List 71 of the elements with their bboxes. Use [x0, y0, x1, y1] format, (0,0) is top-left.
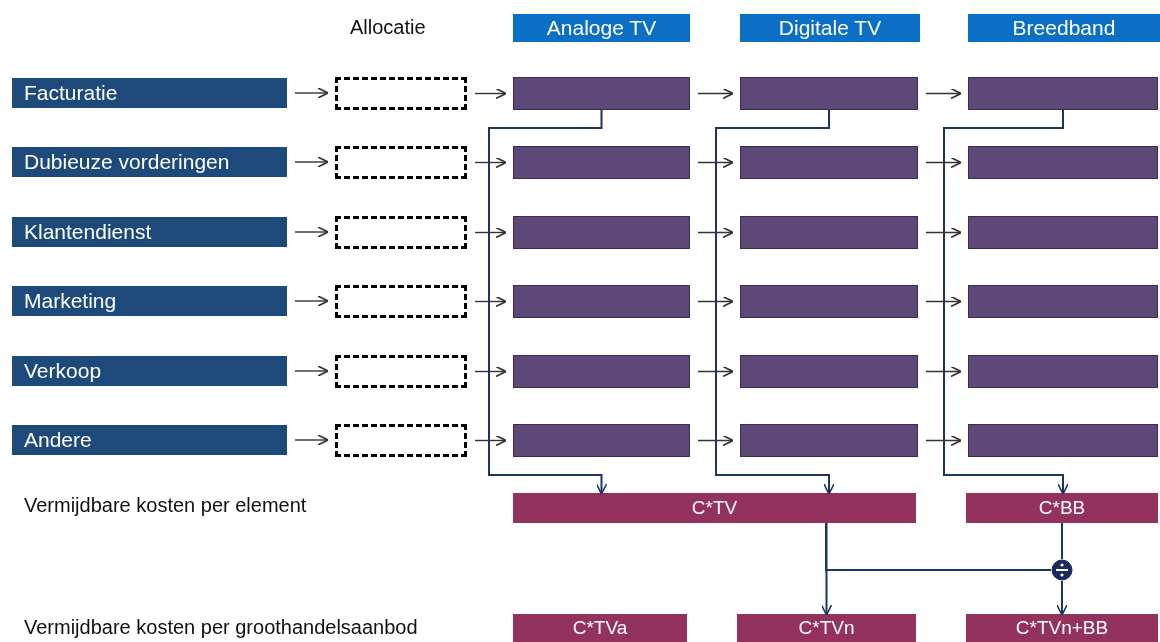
allocation-box [335, 216, 467, 249]
cost-box [740, 424, 918, 457]
row-label: Vermijdbare kosten per element [24, 494, 307, 517]
cost-box [740, 216, 918, 249]
arrow [488, 109, 608, 495]
category-box: Klantendienst [12, 217, 287, 247]
category-box: Andere [12, 425, 287, 455]
cost-total-box: C*TVn+BB [966, 614, 1158, 642]
cost-box [513, 355, 690, 388]
arrow [697, 87, 734, 100]
cost-total-box: C*TVn [737, 614, 916, 642]
cost-box [513, 424, 690, 457]
cost-box [740, 77, 918, 110]
arrow [294, 87, 329, 99]
cost-box [513, 216, 690, 249]
category-box: Facturatie [12, 78, 287, 108]
arrow [474, 295, 507, 308]
cost-box [740, 285, 918, 318]
arrow [925, 295, 962, 308]
arrow [474, 87, 507, 100]
arrow [715, 109, 835, 495]
arrow [697, 295, 734, 308]
cost-total-box: C*TV [513, 493, 916, 523]
cost-total-box: C*BB [966, 493, 1158, 523]
arrow [925, 365, 962, 378]
category-box: Marketing [12, 286, 287, 316]
arrow [943, 109, 1069, 495]
allocation-box [335, 355, 467, 388]
arrow [474, 365, 507, 378]
cost-box [968, 285, 1158, 318]
category-box: Dubieuze vorderingen [12, 147, 287, 177]
arrow [697, 434, 734, 447]
column-label: Allocatie [350, 16, 426, 39]
column-header: Digitale TV [740, 14, 920, 42]
cost-box [968, 146, 1158, 179]
arrow [294, 295, 329, 307]
cost-box [968, 424, 1158, 457]
arrow [925, 87, 962, 100]
arrow [474, 156, 507, 169]
arrow [474, 434, 507, 447]
junction-circle [1051, 559, 1073, 581]
cost-box [740, 355, 918, 388]
category-box: Verkoop [12, 356, 287, 386]
allocation-box [335, 424, 467, 457]
arrow [697, 156, 734, 169]
arrow [925, 434, 962, 447]
arrow [1056, 580, 1068, 616]
cost-box [740, 146, 918, 179]
allocation-box [335, 77, 467, 110]
cost-box [968, 77, 1158, 110]
arrow [925, 156, 962, 169]
column-header: Analoge TV [513, 14, 690, 42]
arrow [294, 226, 329, 238]
cost-box [968, 355, 1158, 388]
column-header: Breedband [968, 14, 1160, 42]
arrow [820, 522, 833, 616]
cost-box [513, 146, 690, 179]
arrow [294, 156, 329, 168]
cost-box [513, 77, 690, 110]
row-label: Vermijdbare kosten per groothandelsaanbod [24, 616, 418, 639]
cost-box [968, 216, 1158, 249]
arrow [697, 365, 734, 378]
arrow [294, 365, 329, 377]
allocation-box [335, 146, 467, 179]
arrow [294, 434, 329, 446]
allocation-box [335, 285, 467, 318]
arrow [697, 226, 734, 239]
cost-total-box: C*TVa [513, 614, 687, 642]
arrow [925, 226, 962, 239]
arrow [474, 226, 507, 239]
cost-box [513, 285, 690, 318]
